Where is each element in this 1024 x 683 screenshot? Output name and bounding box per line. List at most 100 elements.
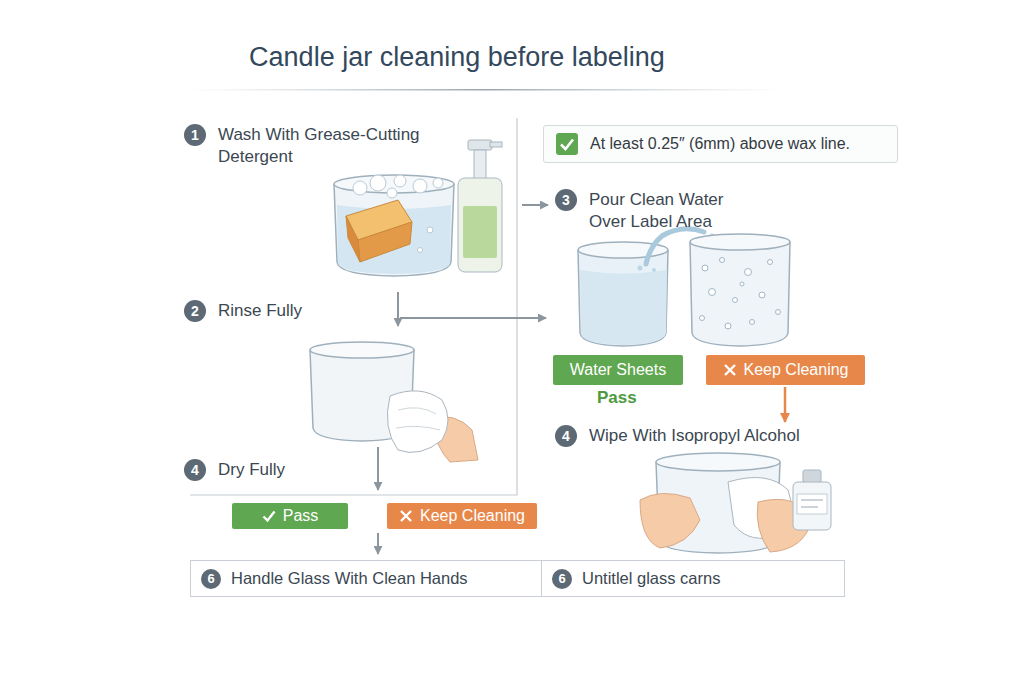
- wet-jar: [720, 258, 725, 263]
- cross-icon: [725, 365, 735, 375]
- wet-jar: [733, 298, 738, 303]
- soap-bottle: [468, 140, 492, 150]
- result-label: Pass: [597, 388, 637, 408]
- step-heading: 4 Dry Fully: [184, 459, 285, 481]
- soap-bottle: [474, 150, 486, 180]
- step-cell: 6 Handle Glass With Clean Hands: [190, 560, 542, 597]
- wet-jar: [759, 292, 765, 298]
- node-text: Water Sheets: [570, 361, 666, 379]
- flow-arrow: [784, 387, 787, 422]
- callout-number: 4: [184, 459, 206, 481]
- wash-jar: [413, 179, 427, 193]
- soap-bottle: [458, 178, 502, 272]
- wet-jar: [690, 242, 790, 346]
- sponge: [358, 222, 412, 262]
- wash-jar: [370, 175, 386, 191]
- wet-jar: [702, 265, 708, 271]
- alcohol-bottle: [803, 470, 821, 483]
- title-rule: [185, 89, 785, 91]
- step-cell: 6 Untitlel glass carns: [541, 560, 845, 597]
- rinse-jar: [396, 408, 440, 430]
- wet-jar: [700, 258, 781, 330]
- cross-icon: [401, 511, 411, 521]
- step-heading: 1 Wash With Grease-Cutting Detergent: [184, 124, 454, 168]
- flow-arrow: [522, 204, 548, 206]
- soap-bottle: [458, 140, 502, 272]
- wash-jar: [394, 175, 406, 187]
- pour-jar: [638, 266, 643, 271]
- node-text: Pour Clean Water Over Label Area: [589, 189, 755, 233]
- callout-number: 1: [184, 124, 206, 146]
- wet-jar: [768, 260, 773, 265]
- sponge: [346, 216, 360, 262]
- flow-arrow: [397, 292, 399, 326]
- pour-jar: [652, 268, 656, 272]
- callout-number: 6: [201, 569, 221, 589]
- callout-number: 3: [555, 189, 577, 211]
- title-rule: [185, 89, 785, 91]
- wash-jar: [334, 175, 454, 276]
- wash-jar: [334, 184, 454, 276]
- node-text: Wash With Grease-Cutting Detergent: [218, 124, 454, 168]
- node-text: At least 0.25″ (6mm) above wax line.: [590, 135, 850, 153]
- rinse-jar: [310, 342, 478, 462]
- soap-bottle: [463, 206, 497, 258]
- check-icon: [263, 512, 274, 521]
- node-text: Handle Glass With Clean Hands: [231, 569, 468, 588]
- rinse-jar: [310, 342, 414, 358]
- callout-number: 6: [552, 569, 572, 589]
- frame-line: [190, 118, 517, 495]
- wet-jar: [740, 282, 744, 286]
- alcohol-bottle: [801, 500, 823, 507]
- node-text: Pass: [283, 507, 319, 525]
- soap-bottle: [490, 142, 502, 147]
- check-icon: [262, 509, 276, 523]
- wet-jar: [725, 323, 731, 329]
- pour-jar: [578, 250, 668, 346]
- cross-icon: [723, 363, 737, 377]
- step-heading: 4 Wipe With Isopropyl Alcohol: [555, 425, 800, 447]
- wet-jar: [690, 234, 790, 250]
- flow-arrow: [400, 317, 546, 319]
- node-text: Rinse Fully: [218, 300, 302, 322]
- wash-jar: [427, 227, 433, 233]
- cross-icon: [399, 509, 413, 523]
- callout-number: 2: [184, 300, 206, 322]
- keep-cleaning-button: Keep Cleaning: [387, 503, 537, 529]
- keep-cleaning-button: Keep Cleaning: [706, 355, 865, 385]
- wet-jar: [776, 310, 781, 315]
- step-heading: 3 Pour Clean Water Over Label Area: [555, 189, 755, 233]
- wet-jar: [750, 320, 755, 325]
- node-text: Keep Cleaning: [420, 507, 525, 525]
- wash-jar: [433, 178, 443, 188]
- frame-line: [190, 118, 517, 495]
- step-heading: 2 Rinse Fully: [184, 300, 302, 322]
- wet-jar: [745, 269, 752, 276]
- sponge: [346, 200, 412, 262]
- wipe-jar: [640, 453, 812, 553]
- alcohol-bottle: [793, 470, 831, 530]
- node-text: Untitlel glass carns: [582, 569, 720, 588]
- flow-arrow: [377, 533, 379, 554]
- pass-button: Pass: [232, 503, 348, 529]
- node-text: Dry Fully: [218, 459, 285, 481]
- flow-arrow: [377, 447, 379, 490]
- check-icon: [561, 140, 573, 150]
- node-text: Wipe With Isopropyl Alcohol: [589, 425, 800, 447]
- rinse-jar: [387, 391, 448, 453]
- alcohol-bottle: [797, 494, 827, 514]
- callout-number: 4: [555, 425, 577, 447]
- pass-button: Water Sheets: [553, 355, 683, 385]
- wet-jar: [709, 289, 716, 296]
- wet-jar: [690, 234, 790, 346]
- wash-jar: [387, 188, 397, 198]
- wipe-jar: [640, 493, 700, 548]
- wet-jar: [700, 316, 705, 321]
- check-icon: [556, 133, 578, 155]
- note-box: At least 0.25″ (6mm) above wax line.: [543, 125, 898, 163]
- wipe-jar: [656, 453, 780, 471]
- check-icon: [556, 133, 578, 155]
- wash-jar: [418, 248, 423, 253]
- wash-jar: [353, 181, 367, 195]
- node-text: Keep Cleaning: [744, 361, 849, 379]
